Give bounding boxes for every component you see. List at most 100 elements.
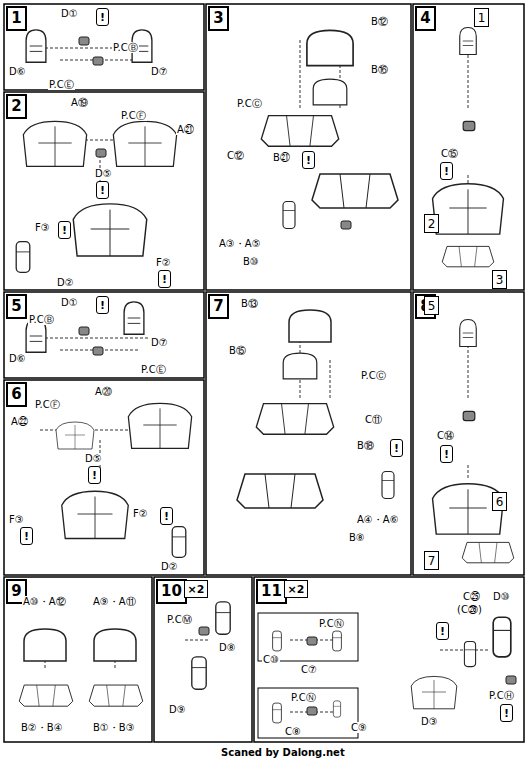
part-label: A㉑ xyxy=(176,124,195,135)
node-text: 1 xyxy=(478,12,486,24)
node-text: 2 xyxy=(11,99,21,114)
node-text: ! xyxy=(100,12,105,23)
node-text: 9 xyxy=(11,584,21,599)
node-text: ! xyxy=(24,531,29,542)
node-text: ! xyxy=(440,626,445,637)
step-reference: 2 xyxy=(424,214,439,233)
part-label: C⑨ xyxy=(350,722,368,733)
node-text: ! xyxy=(100,185,105,196)
node-text: ! xyxy=(444,449,449,460)
caution-mark: ! xyxy=(58,221,71,239)
step-reference: 5 xyxy=(424,296,439,315)
part-label: D① xyxy=(60,8,79,19)
node-text: 11 xyxy=(261,584,282,599)
caution-mark: ! xyxy=(96,8,109,26)
part-label: B⑫ xyxy=(370,16,389,27)
node-text: 3 xyxy=(496,274,504,286)
part-label: P.CⒺ xyxy=(140,364,167,375)
part-label: P.CⒽ xyxy=(488,690,515,701)
part-label: A⑩・A⑫ xyxy=(22,596,67,607)
node-text: 4 xyxy=(420,11,430,26)
caution-mark: ! xyxy=(440,162,453,180)
node-text: 2 xyxy=(428,218,436,230)
part-label: A⑨・A⑪ xyxy=(92,596,137,607)
caution-mark: ! xyxy=(88,466,101,484)
part-label: P.CⒸ xyxy=(360,370,387,381)
caution-mark: ! xyxy=(96,296,109,314)
part-label: D① xyxy=(60,297,79,308)
part-label: B②・B④ xyxy=(20,722,64,733)
node-text: 5 xyxy=(428,300,436,312)
caution-mark: ! xyxy=(500,704,513,722)
part-label: P.CⒷ xyxy=(28,314,55,325)
part-label: C⑭ xyxy=(436,430,455,441)
part-label: F② xyxy=(155,257,172,268)
part-label: D⑦ xyxy=(150,337,169,348)
part-label: D⑧ xyxy=(218,642,237,653)
part-label: B㉑ xyxy=(272,152,291,163)
part-label: B⑧ xyxy=(348,532,366,543)
caution-mark: ! xyxy=(160,507,173,525)
part-label: D② xyxy=(56,277,75,288)
step-number: 2 xyxy=(6,94,27,119)
quantity-tag: ×2 xyxy=(184,580,208,598)
node-text: 3 xyxy=(213,11,223,26)
part-label: C⑩ xyxy=(262,654,280,665)
part-label: D⑨ xyxy=(168,704,187,715)
caution-mark: ! xyxy=(302,151,315,169)
node-text: 7 xyxy=(213,299,223,314)
part-label: A③・A⑤ xyxy=(218,238,262,249)
node-text: ! xyxy=(100,300,105,311)
step-reference: 3 xyxy=(492,270,507,289)
part-label: D⑤ xyxy=(94,168,113,179)
step-number: 3 xyxy=(208,6,229,31)
part-label: B⑱ xyxy=(356,440,375,451)
part-label: P.CⓃ xyxy=(290,692,317,703)
part-label: D③ xyxy=(420,716,439,727)
step-number: 4 xyxy=(415,6,436,31)
node-text: ! xyxy=(92,470,97,481)
part-label: (C㉖) xyxy=(456,604,483,615)
caution-mark: ! xyxy=(440,445,453,463)
part-label: F② xyxy=(132,508,149,519)
node-text: 10 xyxy=(161,584,182,599)
step-reference: 7 xyxy=(424,551,439,570)
step-reference: 6 xyxy=(492,492,507,511)
part-label: C㉕ xyxy=(462,591,481,602)
part-label: A④・A⑥ xyxy=(356,514,400,525)
part-label: A⑲ xyxy=(70,97,89,108)
part-label: P.CⒸ xyxy=(236,98,263,109)
step-number: 1 xyxy=(6,6,27,31)
part-label: P.CⓂ xyxy=(166,614,193,625)
watermark: Scaned by Dalong.net xyxy=(220,747,346,758)
node-text: 6 xyxy=(11,387,21,402)
part-label: D⑤ xyxy=(84,453,103,464)
part-label: B⑩ xyxy=(242,256,260,267)
node-text: ! xyxy=(394,443,399,454)
node-text: ! xyxy=(162,274,167,285)
part-label: B⑮ xyxy=(228,345,247,356)
quantity-tag: ×2 xyxy=(284,580,308,598)
step-number: 7 xyxy=(208,294,229,319)
part-label: D⑥ xyxy=(8,353,27,364)
part-label: A㉒ xyxy=(10,416,29,427)
part-label: P.CⒻ xyxy=(120,110,147,121)
part-label: B①・B③ xyxy=(92,722,136,733)
node-text: ×2 xyxy=(188,584,205,595)
node-text: 6 xyxy=(496,496,504,508)
node-text: ! xyxy=(504,708,509,719)
part-label: F③ xyxy=(34,222,51,233)
part-label: P.CⓃ xyxy=(318,618,345,629)
part-label: B⑯ xyxy=(370,64,389,75)
node-text: 7 xyxy=(428,555,436,567)
part-label: D⑩ xyxy=(492,591,511,602)
part-label: A⑳ xyxy=(94,386,113,397)
part-label: P.CⒷ xyxy=(112,42,139,53)
part-label: B⑬ xyxy=(240,298,259,309)
caution-mark: ! xyxy=(20,527,33,545)
part-label: C⑮ xyxy=(440,148,459,159)
step-number: 6 xyxy=(6,382,27,407)
part-label: D⑦ xyxy=(150,66,169,77)
part-label: P.CⒻ xyxy=(34,399,61,410)
